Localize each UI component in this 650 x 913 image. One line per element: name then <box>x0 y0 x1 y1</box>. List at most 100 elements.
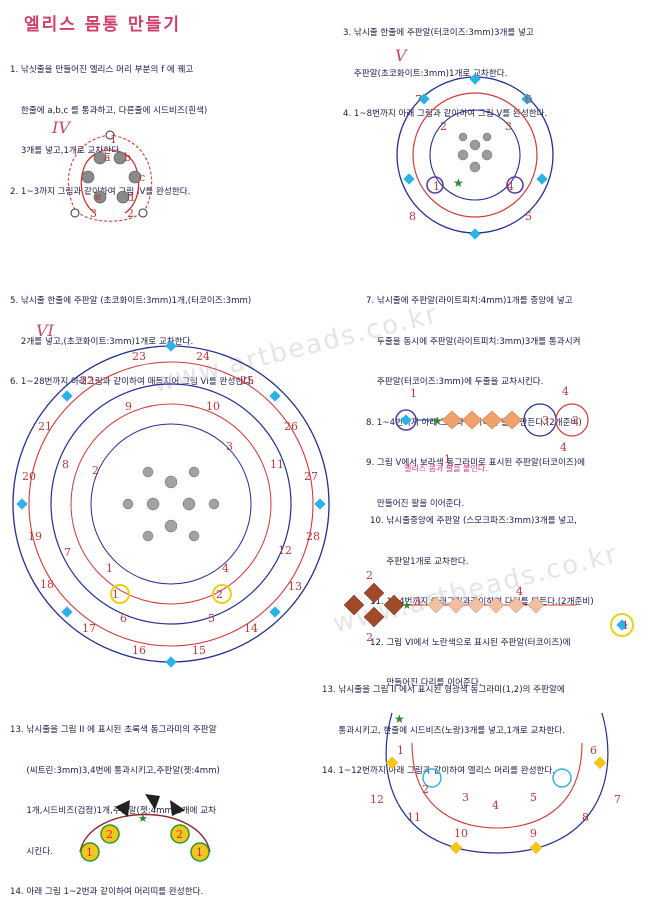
thread-path <box>67 134 153 222</box>
yellow-bead <box>385 756 399 770</box>
bead-letter: e <box>95 190 102 203</box>
step-line: 3. 낚시줄 한줄에 주판알(터코이즈:3mm)3개를 넣고 <box>343 28 534 38</box>
step-line: 7. 낚시줄에 주판알(라이트피치:4mm)1개를 중앙에 넣고 <box>366 296 573 306</box>
step-line: 통과시키고, 한줄에 시드비즈(노랑)3개를 넣고,1개로 교차한다. <box>322 725 565 736</box>
svg-text:1: 1 <box>112 588 119 601</box>
smoke-bead <box>363 582 385 604</box>
svg-text:9: 9 <box>530 827 537 840</box>
figure-vi-label: VI <box>36 321 54 340</box>
svg-text:7: 7 <box>614 793 621 806</box>
bead <box>146 497 160 511</box>
svg-text:21: 21 <box>38 420 52 433</box>
bead <box>469 139 481 151</box>
svg-text:4: 4 <box>562 385 569 398</box>
turquoise-bead <box>269 390 281 402</box>
svg-text:8: 8 <box>62 458 69 471</box>
crossing-bead <box>70 208 80 218</box>
page-title: 엘리스 몸통 만들기 <box>24 15 181 35</box>
smoke-bead <box>363 606 385 628</box>
svg-text:8: 8 <box>409 210 416 223</box>
bead <box>116 190 130 204</box>
bead <box>164 519 178 533</box>
turquoise-bead <box>536 173 548 185</box>
turquoise-bead <box>61 390 73 402</box>
bead <box>481 149 493 161</box>
instructions-steps-10-12: 10. 낚시줄중앙에 주판알 (스모크파즈:3mm)3개를 넣고, 주판알1개로… <box>370 488 594 704</box>
svg-text:1: 1 <box>106 562 113 575</box>
step-line: 14. 아래 그림 1~2번과 같이하여 머리띠를 완성한다. <box>10 887 204 897</box>
bead <box>457 149 469 161</box>
peach-bead <box>487 596 505 614</box>
arm-caption: 엘리스 몸과 팔을 붙인다. <box>404 463 488 473</box>
svg-text:20: 20 <box>22 470 36 483</box>
bead <box>458 132 468 142</box>
peach-bead <box>447 596 465 614</box>
thread-path <box>411 742 583 829</box>
peach-bead <box>507 596 525 614</box>
svg-text:3: 3 <box>90 207 97 220</box>
instructions-steps-3-4: 3. 낚시줄 한줄에 주판알(터코이즈:3mm)3개를 넣고 주판알(초코화이트… <box>343 0 547 135</box>
bead-letter: c <box>139 171 145 184</box>
peach-bead <box>501 410 523 430</box>
instructions-steps-5-6: 5. 낚시줄 한줄에 주판알 (초코화이트:3mm)1개,(터코이즈:3mm) … <box>10 268 254 403</box>
bead <box>122 498 134 510</box>
purple-circle-marker <box>506 176 524 194</box>
svg-text:11: 11 <box>270 458 284 471</box>
svg-text:2: 2 <box>366 631 373 644</box>
bead <box>113 151 127 165</box>
svg-text:1: 1 <box>86 846 93 859</box>
bead <box>128 170 142 184</box>
thread-path <box>429 109 521 201</box>
svg-text:3: 3 <box>542 414 549 427</box>
smoke-bead <box>383 594 405 616</box>
step-line: 13. 낚시줄을 그림 II 에서 표시된 형광색 동그라미(1,2)의 주판알… <box>322 685 565 695</box>
figure-iv-label: IV <box>52 118 70 137</box>
peach-bead <box>427 596 445 614</box>
svg-text:12: 12 <box>278 544 292 557</box>
svg-text:19: 19 <box>28 530 42 543</box>
svg-text:5: 5 <box>208 612 215 625</box>
smoke-bead <box>343 594 365 616</box>
step-line: 1. 낚싯줄을 만들어진 엘리스 머리 부분의 f 에 꿰고 <box>10 65 194 75</box>
svg-text:13: 13 <box>288 580 302 593</box>
jet-bead <box>145 794 160 810</box>
bead <box>164 475 178 489</box>
step-line: 만들어진 팔을 이어준다. <box>366 498 465 509</box>
turquoise-bead <box>314 498 326 510</box>
bead <box>93 190 107 204</box>
turquoise-circle-marker <box>552 768 572 788</box>
turquoise-bead <box>165 656 177 668</box>
peach-bead <box>461 410 483 430</box>
svg-text:4: 4 <box>516 585 523 598</box>
svg-text:★: ★ <box>432 414 443 428</box>
thread-path <box>50 383 292 625</box>
svg-text:26: 26 <box>284 420 298 433</box>
svg-text:3: 3 <box>505 120 512 133</box>
bead <box>81 170 95 184</box>
svg-text:18: 18 <box>40 578 54 591</box>
svg-text:6: 6 <box>525 93 532 106</box>
svg-text:3: 3 <box>414 595 421 608</box>
bead-letter: a <box>104 151 111 164</box>
crossing-bead <box>105 130 115 140</box>
svg-text:28: 28 <box>306 530 320 543</box>
svg-text:1: 1 <box>410 387 417 400</box>
svg-text:11: 11 <box>407 811 421 824</box>
bead <box>208 498 220 510</box>
citrine-bead <box>100 824 120 844</box>
svg-text:6: 6 <box>590 744 597 757</box>
svg-text:4: 4 <box>560 441 567 454</box>
turquoise-bead <box>469 228 481 240</box>
svg-text:5: 5 <box>525 210 532 223</box>
step-line: 5. 낚시줄 한줄에 주판알 (초코화이트:3mm)1개,(터코이즈:3mm) <box>10 296 252 306</box>
thread-path <box>70 403 272 605</box>
peach-bead <box>467 596 485 614</box>
svg-text:27: 27 <box>304 470 318 483</box>
svg-text:2: 2 <box>440 120 447 133</box>
svg-text:4: 4 <box>222 562 229 575</box>
turquoise-circle-marker <box>422 768 442 788</box>
yellow-circle-marker <box>610 613 634 637</box>
peach-bead <box>481 410 503 430</box>
svg-text:2: 2 <box>422 783 429 796</box>
